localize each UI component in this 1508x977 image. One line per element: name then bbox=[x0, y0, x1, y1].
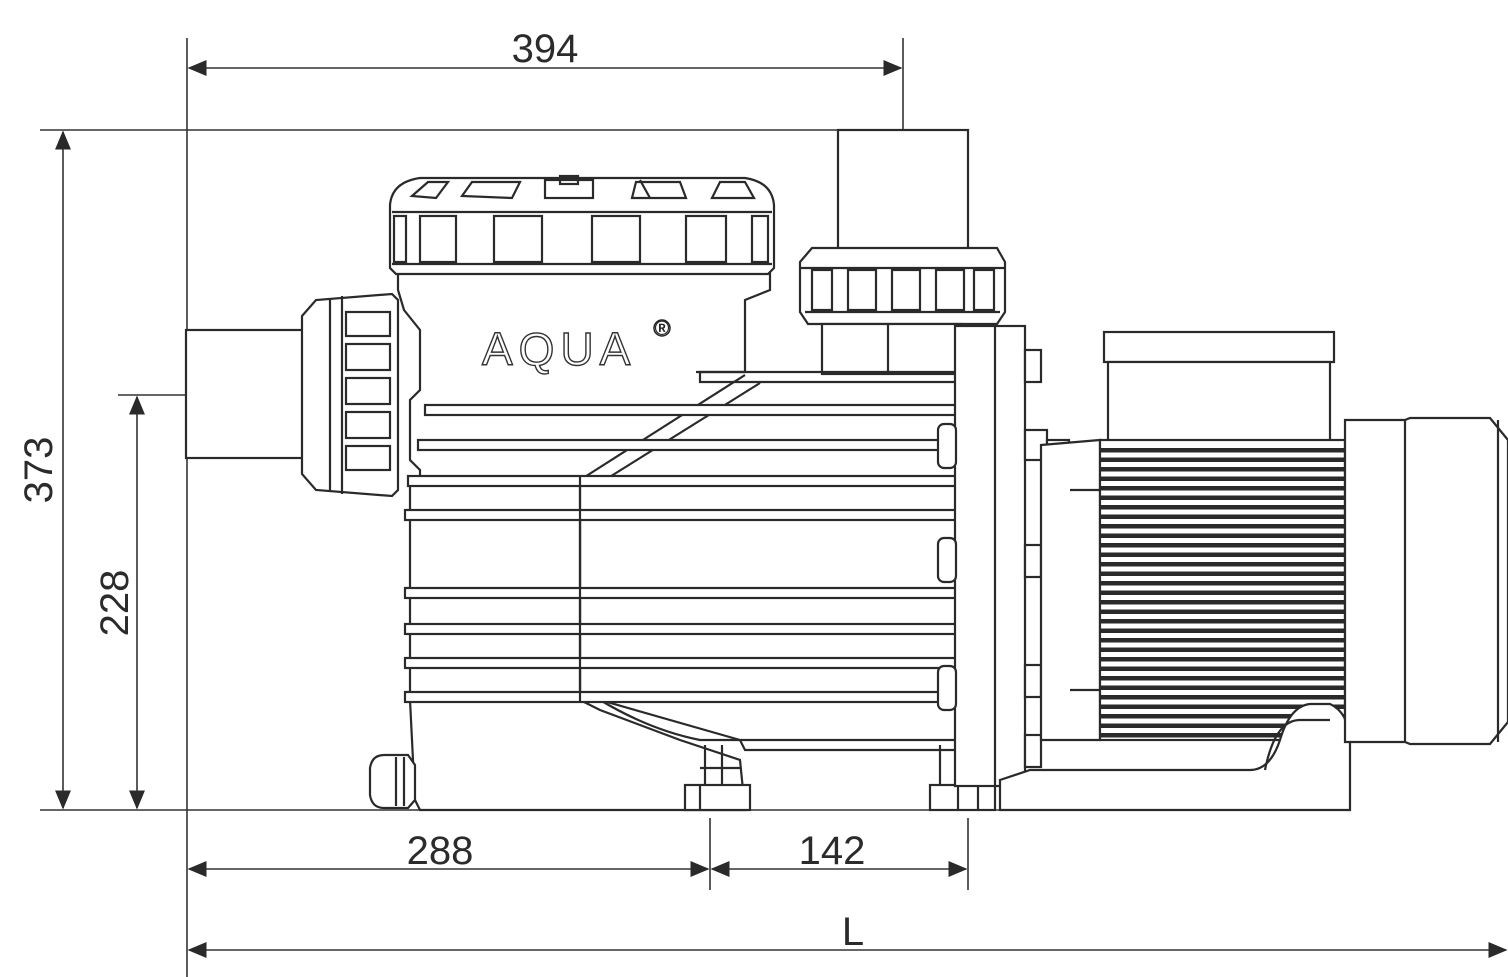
volute-edge-inner bbox=[599, 382, 761, 484]
motor-fin bbox=[1100, 543, 1345, 548]
motor-fin bbox=[1100, 609, 1345, 614]
motor-fin bbox=[1100, 467, 1345, 472]
motor-fin bbox=[1100, 581, 1345, 586]
volute-edge bbox=[579, 374, 746, 481]
motor-fin bbox=[1100, 505, 1345, 510]
dim-label-373: 373 bbox=[17, 437, 61, 504]
volute-bottom-edge bbox=[599, 699, 960, 742]
dim-label-394: 394 bbox=[512, 27, 579, 71]
motor-fin bbox=[1100, 533, 1345, 538]
strainer-lid bbox=[388, 174, 776, 276]
motor-fin bbox=[1100, 647, 1345, 652]
motor-fin bbox=[1100, 571, 1345, 576]
motor-fin bbox=[1100, 657, 1345, 662]
motor-fin bbox=[1100, 524, 1345, 529]
inlet-pipe bbox=[184, 328, 306, 460]
drain-plug bbox=[368, 753, 417, 810]
motor-fin bbox=[1100, 704, 1345, 709]
motor-fin bbox=[1100, 590, 1345, 595]
dimension-lines bbox=[40, 38, 1508, 977]
terminal-box bbox=[1102, 330, 1336, 444]
motor-adapter bbox=[1039, 438, 1102, 742]
pump-drawing: AQUA ® bbox=[184, 128, 1508, 812]
brand-logo: AQUA bbox=[482, 323, 636, 375]
motor-fin bbox=[1100, 723, 1345, 728]
outlet-union-nut bbox=[798, 246, 1007, 376]
motor-fin bbox=[1100, 562, 1345, 567]
dim-label-228: 228 bbox=[93, 570, 137, 637]
motor-fin bbox=[1100, 514, 1345, 519]
motor-fin bbox=[1100, 476, 1345, 481]
motor-fin bbox=[1100, 486, 1345, 491]
motor-fin bbox=[1100, 714, 1345, 719]
motor-body bbox=[1098, 438, 1347, 742]
motor-fin bbox=[1100, 448, 1345, 453]
motor-fin bbox=[1100, 685, 1345, 690]
motor-fin bbox=[1100, 733, 1345, 738]
dim-label-L: L bbox=[842, 910, 864, 954]
registered-mark-icon bbox=[653, 319, 671, 337]
motor-fin bbox=[1100, 495, 1345, 500]
motor-fin bbox=[1100, 638, 1345, 643]
motor-fin bbox=[1100, 666, 1345, 671]
motor-fin bbox=[1100, 552, 1345, 557]
motor-flange bbox=[936, 324, 1027, 788]
registered-mark: ® bbox=[655, 318, 670, 340]
motor-fin bbox=[1100, 600, 1345, 605]
dim-label-288: 288 bbox=[407, 829, 474, 873]
lower-body-base bbox=[408, 698, 747, 812]
motor-fin bbox=[1100, 457, 1345, 462]
motor-fin bbox=[1100, 676, 1345, 681]
fan-cover bbox=[1343, 416, 1508, 746]
outlet-pipe bbox=[836, 128, 970, 252]
motor-fin bbox=[1100, 628, 1345, 633]
inlet-union-nut bbox=[300, 292, 400, 498]
dim-label-142: 142 bbox=[799, 829, 866, 873]
motor-fin bbox=[1100, 695, 1345, 700]
motor-fin bbox=[1100, 619, 1345, 624]
